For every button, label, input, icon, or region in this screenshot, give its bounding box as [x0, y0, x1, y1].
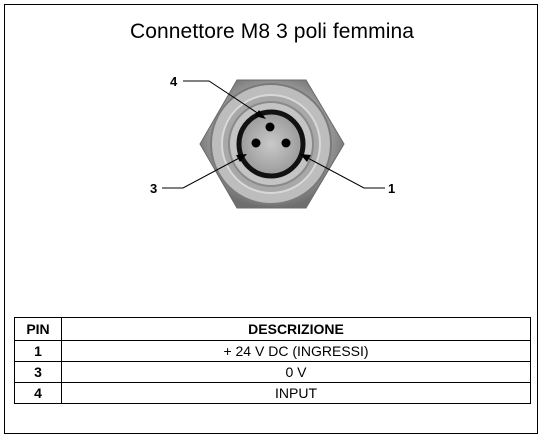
pin-1-leader [303, 155, 385, 189]
pin-description-cell: + 24 V DC (INGRESSI) [61, 340, 531, 362]
connector-insulator [236, 109, 306, 179]
table-row: 4 INPUT [14, 382, 531, 404]
connector-diagram: 4 3 1 [150, 74, 395, 209]
pin-3-arrowhead [236, 154, 247, 162]
pin-4-arrowhead [255, 110, 266, 119]
pin-number-cell: 1 [14, 340, 62, 362]
pin-description-cell: INPUT [61, 382, 531, 404]
pin-3-leader [162, 155, 244, 189]
table-header-row: PIN DESCRIZIONE [14, 317, 531, 341]
pin-number-cell: 3 [14, 361, 62, 383]
pin-3-label: 3 [150, 181, 157, 196]
pin-description-cell: 0 V [61, 361, 531, 383]
column-header-description: DESCRIZIONE [61, 317, 531, 341]
table-row: 3 0 V [14, 361, 531, 383]
figure-title: Connettore M8 3 poli femmina [129, 20, 415, 43]
pin-3-contact [251, 138, 261, 148]
table-row: 1 + 24 V DC (INGRESSI) [14, 340, 531, 362]
column-header-pin: PIN [14, 317, 62, 341]
pin-1-arrowhead [300, 154, 311, 162]
pin-number-cell: 4 [14, 382, 62, 404]
pin-4-contact [265, 122, 275, 132]
pin-4-label: 4 [170, 74, 178, 89]
pinout-table: PIN DESCRIZIONE 1 + 24 V DC (INGRESSI) 3… [14, 317, 531, 404]
pin-1-contact [281, 138, 291, 148]
pin-1-label: 1 [388, 181, 395, 196]
pin-4-leader [183, 80, 263, 117]
